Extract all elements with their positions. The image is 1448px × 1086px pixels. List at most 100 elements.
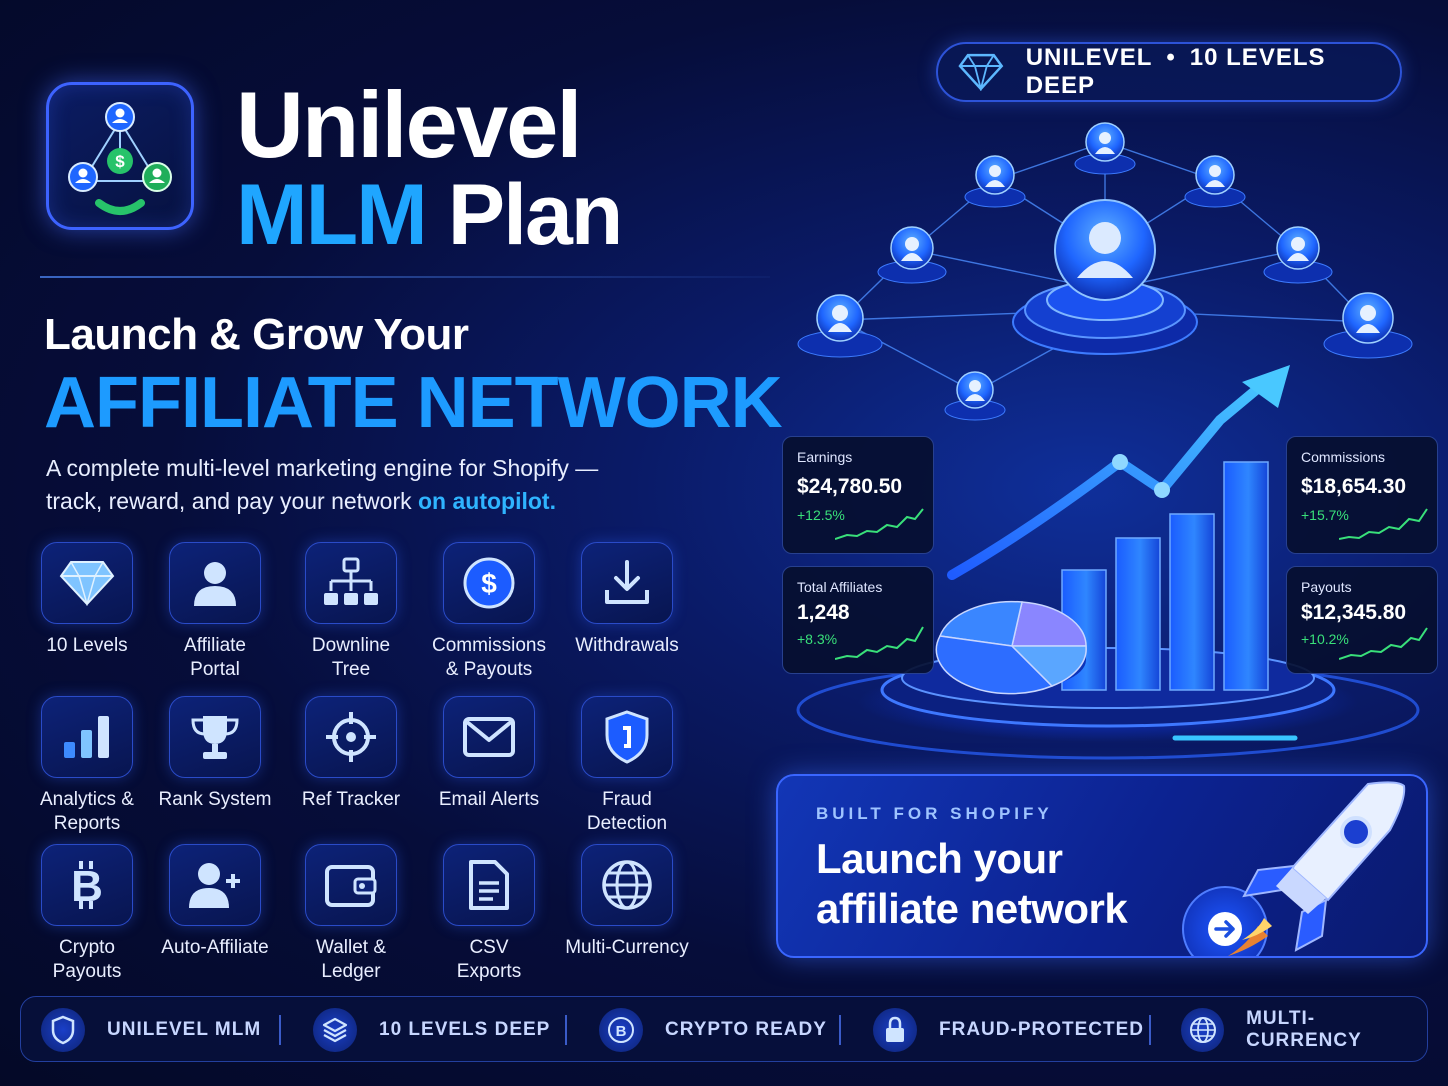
shield-icon	[605, 710, 649, 764]
sparkline-icon	[1339, 627, 1428, 660]
stat-card-payouts: Payouts $12,345.80 +10.2%	[1286, 566, 1438, 674]
bottom-divider	[839, 1015, 841, 1045]
bottom-item-label: UNILEVEL MLM	[107, 1019, 262, 1040]
description-text: track, reward, and pay your network	[46, 488, 412, 514]
shield-icon	[51, 1015, 75, 1045]
cta-headline: Launch your affiliate network	[816, 834, 1128, 934]
stat-card-commissions: Commissions $18,654.30 +15.7%	[1286, 436, 1438, 554]
stat-delta: +10.2%	[1301, 631, 1349, 647]
levels-badge: UNILEVEL•10 LEVELS DEEP	[936, 42, 1402, 102]
arrow-right-icon	[1208, 912, 1242, 946]
diamond-icon	[59, 561, 115, 606]
download-icon	[605, 560, 649, 604]
bottom-item-label: 10 LEVELS DEEP	[379, 1019, 551, 1040]
stat-label: Earnings	[797, 449, 853, 465]
bar-chart-icon	[64, 716, 109, 758]
feature-label: Wallet & Ledger	[315, 937, 387, 982]
feature-email-alerts[interactable]: Email Alerts	[414, 696, 564, 812]
bottom-divider	[279, 1015, 281, 1045]
user-icon	[194, 562, 236, 606]
feature-downline-tree[interactable]: Downline Tree	[276, 542, 426, 682]
title-divider	[40, 276, 770, 278]
feature-multi-currency[interactable]: Multi-Currency	[552, 844, 702, 960]
bitcoin-icon: B	[71, 861, 103, 911]
stat-value: $12,345.80	[1301, 601, 1407, 624]
network-illustration	[797, 122, 1413, 421]
description-line-1: A complete multi-level marketing engine …	[46, 455, 599, 481]
description-highlight: on autopilot.	[418, 488, 556, 514]
cta-headline-line-2: affiliate network	[816, 885, 1128, 932]
stat-delta: +8.3%	[797, 631, 838, 647]
feature-label: Fraud Detection	[586, 789, 668, 834]
feature-label: CSV Exports	[456, 937, 522, 982]
stat-value: $18,654.30	[1301, 475, 1407, 498]
feature-affiliate-portal[interactable]: Affiliate Portal	[140, 542, 290, 682]
stat-label: Total Affiliates	[797, 579, 883, 595]
feature-label: Analytics & Reports	[40, 789, 134, 834]
feature-fraud-detection[interactable]: Fraud Detection	[552, 696, 702, 836]
svg-text:B: B	[616, 1023, 627, 1040]
title-accent: MLM	[236, 167, 428, 263]
hierarchy-icon	[324, 557, 378, 605]
cta-headline-line-1: Launch your	[816, 835, 1063, 882]
network-nodes	[797, 122, 1413, 421]
bottom-divider	[1149, 1015, 1151, 1045]
feature-label: Downline Tree	[311, 635, 391, 680]
tagline-line-2: AFFILIATE NETWORK	[44, 363, 783, 443]
feature-label: Rank System	[158, 789, 272, 810]
cta-arrow-button[interactable]	[1182, 886, 1268, 956]
svg-text:$: $	[115, 152, 125, 171]
sparkline-icon	[835, 626, 924, 660]
feature-wallet-ledger[interactable]: Wallet & Ledger	[276, 844, 426, 984]
bottom-item-multi-currency: MULTI-CURRENCY	[1181, 997, 1427, 1063]
dollar-icon: $	[463, 557, 515, 609]
feature-label: Crypto Payouts	[52, 937, 122, 982]
network-logo-icon: $	[68, 102, 172, 215]
feature-withdrawals[interactable]: Withdrawals	[552, 542, 702, 658]
stat-label: Payouts	[1301, 579, 1352, 595]
bottom-item-label: FRAUD-PROTECTED	[939, 1019, 1144, 1040]
feature-10-levels[interactable]: 10 Levels	[12, 542, 162, 658]
badge-separator: •	[1166, 44, 1176, 71]
sparkline-icon	[835, 508, 924, 540]
bitcoin-icon: B	[608, 1017, 634, 1043]
cta-kicker: BUILT FOR SHOPIFY	[816, 804, 1053, 823]
cta-panel[interactable]: BUILT FOR SHOPIFY Launch your affiliate …	[776, 774, 1428, 958]
sparkline-icon	[1339, 508, 1428, 540]
wallet-icon	[325, 865, 377, 907]
badge-label-b: 10 LEVELS DEEP	[1025, 44, 1326, 99]
growth-illustration	[796, 365, 1420, 760]
svg-text:$: $	[481, 568, 497, 599]
feature-auto-affiliate[interactable]: Auto-Affiliate	[140, 844, 290, 960]
lock-icon	[886, 1016, 904, 1042]
layers-icon	[322, 1017, 348, 1043]
title-line-1: Unilevel	[236, 72, 582, 177]
feature-label: Affiliate Portal	[184, 635, 246, 680]
rocket-icon	[1228, 781, 1406, 956]
crosshair-icon	[326, 712, 376, 762]
feature-label: Multi-Currency	[565, 937, 689, 958]
feature-ref-tracker[interactable]: Ref Tracker	[276, 696, 426, 812]
document-icon	[469, 860, 509, 910]
feature-crypto-payouts[interactable]: B Crypto Payouts	[12, 844, 162, 984]
bottom-features-bar: UNILEVEL MLM 10 LEVELS DEEP B CRYPTO REA…	[20, 996, 1428, 1062]
bottom-item-label: MULTI-CURRENCY	[1246, 1008, 1362, 1051]
stat-card-affiliates: Total Affiliates 1,248 +8.3%	[782, 566, 934, 674]
stat-delta: +15.7%	[1301, 507, 1349, 523]
mail-icon	[463, 717, 515, 757]
feature-label: Ref Tracker	[301, 789, 401, 810]
app-logo: $	[46, 82, 194, 230]
feature-csv-exports[interactable]: CSV Exports	[414, 844, 564, 984]
feature-analytics-reports[interactable]: Analytics & Reports	[12, 696, 162, 836]
feature-commissions-payouts[interactable]: $ Commissions & Payouts	[414, 542, 564, 682]
bottom-divider	[565, 1015, 567, 1045]
stat-label: Commissions	[1301, 449, 1386, 465]
bottom-item-unilevel-mlm: UNILEVEL MLM	[41, 997, 261, 1063]
stat-value: $24,780.50	[797, 475, 903, 498]
feature-rank-system[interactable]: Rank System	[140, 696, 290, 812]
title-rest: Plan	[447, 167, 624, 263]
globe-icon	[1189, 1017, 1216, 1043]
svg-text:B: B	[71, 862, 103, 911]
badge-text: UNILEVEL•10 LEVELS DEEP	[1026, 44, 1400, 100]
stat-delta: +12.5%	[797, 507, 845, 523]
